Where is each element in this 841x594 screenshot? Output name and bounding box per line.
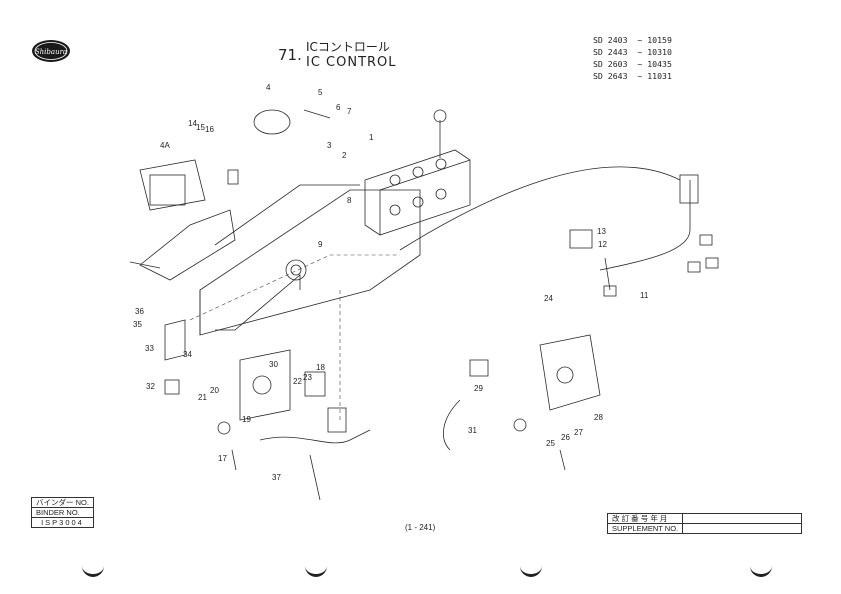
binder-number: ISP3004 (31, 517, 94, 528)
part-label: 34 (183, 350, 192, 359)
serial-range-row: SD 2643 ~ 11031 (593, 71, 672, 81)
part-label: 5 (318, 88, 323, 97)
part-label: 22 (293, 377, 302, 386)
binder-number-table: バインダー NO. BINDER NO. ISP3004 (31, 497, 94, 528)
part-label: 11 (640, 291, 649, 300)
part-label: 4 (266, 83, 271, 92)
part-label: 26 (561, 433, 570, 442)
part-label: 27 (574, 428, 583, 437)
binder-hole-mark (305, 566, 327, 577)
part-label: 7 (347, 107, 352, 116)
binder-hole-mark (82, 566, 104, 577)
shibaura-logo: Shibaura (32, 40, 70, 62)
part-label: 37 (272, 473, 281, 482)
section-number: 71. (278, 46, 302, 64)
supplement-label-jp: 改 訂 番 号 年 月 (606, 513, 684, 524)
serial-range-row: SD 2443 ~ 10310 (593, 47, 672, 57)
supplement-value-cell (682, 523, 803, 534)
part-label: 8 (347, 196, 352, 205)
lower-left-parts-drawing (164, 319, 371, 501)
part-label: 2 (342, 151, 347, 160)
part-label: 4A (160, 141, 170, 150)
logo-text: Shibaura (35, 48, 67, 56)
page-number: (1 - 241) (405, 523, 436, 532)
housing-drawing (139, 184, 421, 336)
supplement-label-en: SUPPLEMENT NO. (606, 523, 684, 534)
part-label: 18 (316, 363, 325, 372)
part-label: 24 (544, 294, 553, 303)
part-label: 19 (242, 415, 251, 424)
part-label: 9 (318, 240, 323, 249)
serial-range-row: SD 2403 ~ 10159 (593, 35, 672, 45)
part-label: 17 (218, 454, 227, 463)
binder-label-en: BINDER NO. (31, 507, 94, 518)
supplement-table: 改 訂 番 号 年 月 SUPPLEMENT NO. (606, 513, 803, 534)
part-label: 13 (597, 227, 606, 236)
part-label: 30 (269, 360, 278, 369)
binder-hole-mark (750, 566, 772, 577)
supplement-value-cell (682, 513, 803, 524)
serial-range-row: SD 2603 ~ 10435 (593, 59, 672, 69)
part-label: 15 (196, 123, 205, 132)
page-title-jp: ICコントロール (306, 40, 390, 54)
part-label: 28 (594, 413, 603, 422)
part-label: 25 (546, 439, 555, 448)
part-label: 12 (598, 240, 607, 249)
part-number-labels: 1 2 3 4 4A 5 6 7 8 9 11 12 13 14 15 16 1… (133, 83, 649, 482)
lower-right-parts-drawing (443, 229, 601, 471)
part-label: 1 (369, 133, 374, 142)
part-label: 36 (135, 307, 144, 316)
part-label: 31 (468, 426, 477, 435)
page-title-en: IC CONTROL (306, 55, 397, 70)
part-label: 23 (303, 373, 312, 382)
part-label: 33 (145, 344, 154, 353)
part-label: 20 (210, 386, 219, 395)
wiring-harness-drawing (339, 166, 719, 420)
upper-left-parts-drawing (129, 109, 331, 269)
binder-hole-mark (520, 566, 542, 577)
binder-label-jp: バインダー NO. (31, 497, 94, 508)
part-label: 16 (205, 125, 214, 134)
part-label: 6 (336, 103, 341, 112)
part-label: 29 (474, 384, 483, 393)
part-label: 3 (327, 141, 332, 150)
part-label: 14 (188, 119, 197, 128)
part-label: 32 (146, 382, 155, 391)
control-valve-drawing (364, 109, 471, 236)
part-label: 35 (133, 320, 142, 329)
part-label: 21 (198, 393, 207, 402)
